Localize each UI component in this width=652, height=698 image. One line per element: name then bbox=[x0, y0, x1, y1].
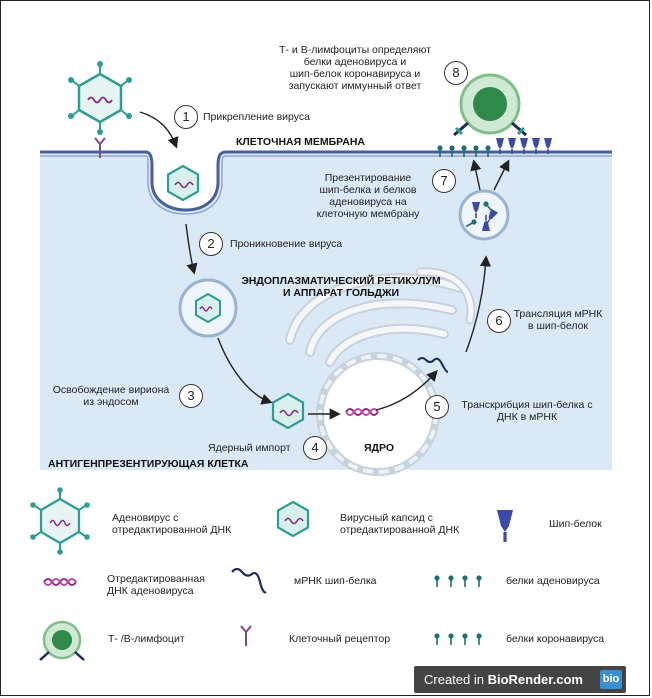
nucleus-label: ЯДРО bbox=[364, 442, 395, 454]
step-6-label: Трансляция мРНК в шип-белок bbox=[513, 308, 603, 332]
legend-icons bbox=[30, 487, 515, 661]
step-3-number: 3 bbox=[179, 384, 203, 408]
step-1-label: Прикрепление вируса bbox=[203, 111, 310, 123]
adenovirus-icon bbox=[68, 61, 132, 135]
step-2-label: Проникновение вируса bbox=[230, 238, 343, 250]
step-2-number: 2 bbox=[199, 232, 223, 256]
legend-adenovirus-proteins-label: белки аденовируса bbox=[506, 575, 600, 587]
step-3-label: Освобождение вириона из эндосом bbox=[52, 384, 170, 408]
biorender-credit[interactable]: Created in BioRender.com bio bbox=[414, 666, 626, 693]
legend-adenovirus-label: Аденовирус с отредактированной ДНК bbox=[112, 512, 232, 536]
released-capsid-icon bbox=[271, 392, 305, 430]
step-8-number: 8 bbox=[444, 61, 468, 85]
endosome bbox=[178, 278, 238, 338]
step-8-label: Т- и В-лимфоциты определяют белки аденов… bbox=[279, 44, 431, 92]
process-arrows bbox=[139, 111, 510, 420]
apc-label: АНТИГЕНПРЕЗЕНТИРУЮЩАЯ КЛЕТКА bbox=[48, 458, 249, 470]
step-5-label: Транскрибция шип-белка с ДНК в мРНК bbox=[461, 399, 593, 423]
step-5-number: 5 bbox=[425, 395, 449, 419]
er-golgi bbox=[285, 267, 476, 367]
credit-prefix: Created in bbox=[424, 672, 488, 687]
membrane-label: КЛЕТОЧНАЯ МЕМБРАНА bbox=[236, 136, 365, 148]
step-4-label: Ядерный импорт bbox=[208, 442, 291, 454]
step-7-label: Презентирование шип-белка и белков адено… bbox=[316, 172, 420, 220]
legend-capsid-label: Вирусный капсид с отредактированной ДНК bbox=[340, 512, 460, 536]
credit-brand: BioRender.com bbox=[487, 672, 583, 687]
step-1-number: 1 bbox=[174, 105, 198, 129]
legend-receptor-label: Клеточный рецептор bbox=[289, 633, 391, 645]
step-4-number: 4 bbox=[303, 436, 327, 460]
step-7-number: 7 bbox=[432, 169, 456, 193]
step-6-number: 6 bbox=[487, 309, 511, 333]
er-golgi-label: ЭНДОПЛАЗМАТИЧЕСКИЙ РЕТИКУЛУМ И АППАРАТ Г… bbox=[241, 275, 441, 299]
legend-lymphocyte-label: Т- /В-лимфоцит bbox=[108, 633, 185, 645]
legend-dna-label: Отредактированная ДНК аденовируса bbox=[107, 573, 205, 597]
mrna-icon bbox=[417, 357, 449, 373]
lymphocyte-icon bbox=[453, 73, 527, 137]
capsid-entering-icon bbox=[166, 164, 200, 202]
biorender-logo-icon: bio bbox=[600, 670, 622, 689]
legend-coronavirus-proteins-label: белки коронавируса bbox=[506, 633, 605, 645]
protein-vesicle bbox=[458, 189, 510, 241]
legend-mrna-label: мРНК шип-белка bbox=[294, 575, 377, 587]
legend-spike-label: Шип-белок bbox=[549, 518, 602, 530]
